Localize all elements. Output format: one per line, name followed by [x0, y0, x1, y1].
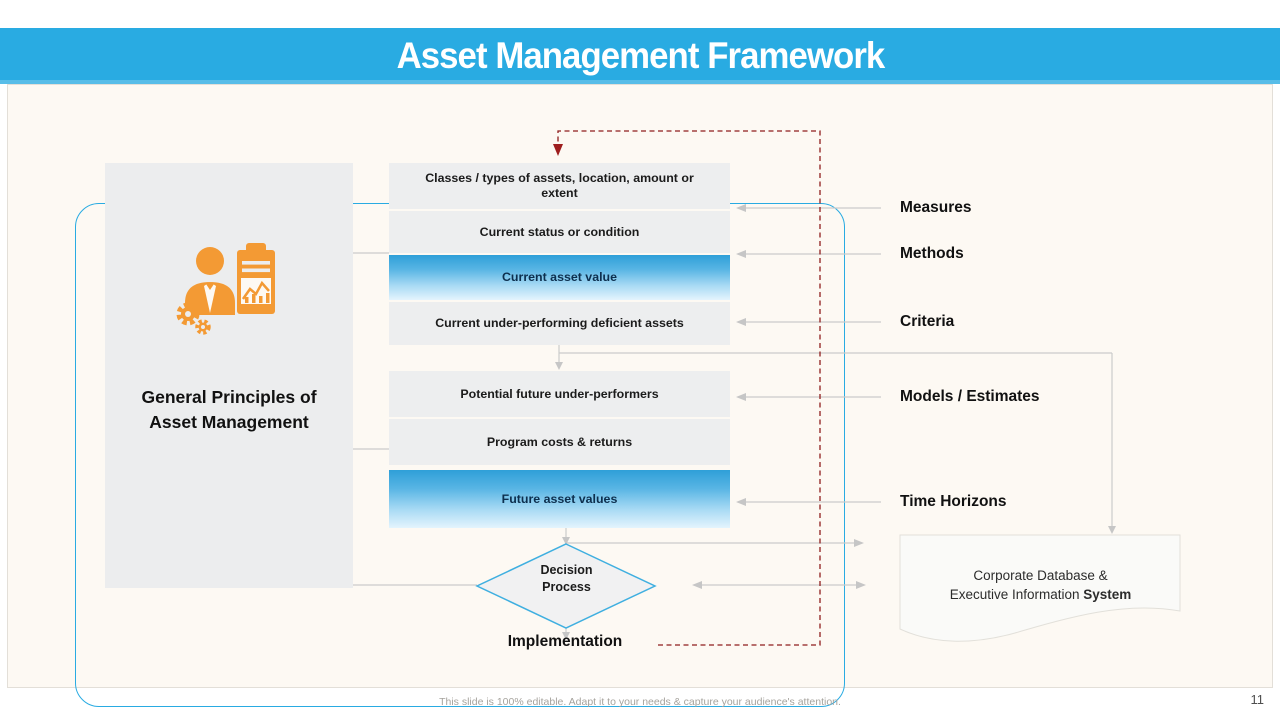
page-number: 11: [1250, 692, 1265, 707]
label-methods: Methods: [900, 245, 964, 262]
box-classes-types-of-assets: Classes / types of assets, location, amo…: [389, 163, 730, 209]
general-principles-label: General Principles of Asset Management: [141, 387, 317, 432]
title-bar: Asset Management Framework: [0, 28, 1280, 84]
implementation-label: Implementation: [507, 633, 623, 650]
label-criteria: Criteria: [900, 313, 955, 330]
label-measures: Measures: [900, 199, 972, 216]
database-label: Corporate Database & Executive Informati…: [949, 568, 1132, 602]
box-future-asset-values: Future asset values: [389, 470, 730, 528]
box-potential-future-under-performers: Potential future under-performers: [389, 371, 730, 417]
manager-clipboard-gears-icon: [176, 243, 275, 335]
box-program-costs-returns: Program costs & returns: [389, 419, 730, 465]
box-current-status-or-condition: Current status or condition: [389, 211, 730, 253]
editable-note: This slide is 100% editable. Adapt it to…: [439, 696, 841, 708]
slide-title: Asset Management Framework: [396, 35, 885, 76]
box-current-under-performing-assets: Current under-performing deficient asset…: [389, 302, 730, 345]
label-time-horizons: Time Horizons: [900, 493, 1007, 510]
decision-process-label: Decision Process: [540, 563, 593, 594]
general-principles-panel: General Principles of Asset Management: [105, 163, 353, 588]
label-models-estimates: Models / Estimates: [900, 388, 1040, 405]
box-current-asset-value: Current asset value: [389, 255, 730, 300]
